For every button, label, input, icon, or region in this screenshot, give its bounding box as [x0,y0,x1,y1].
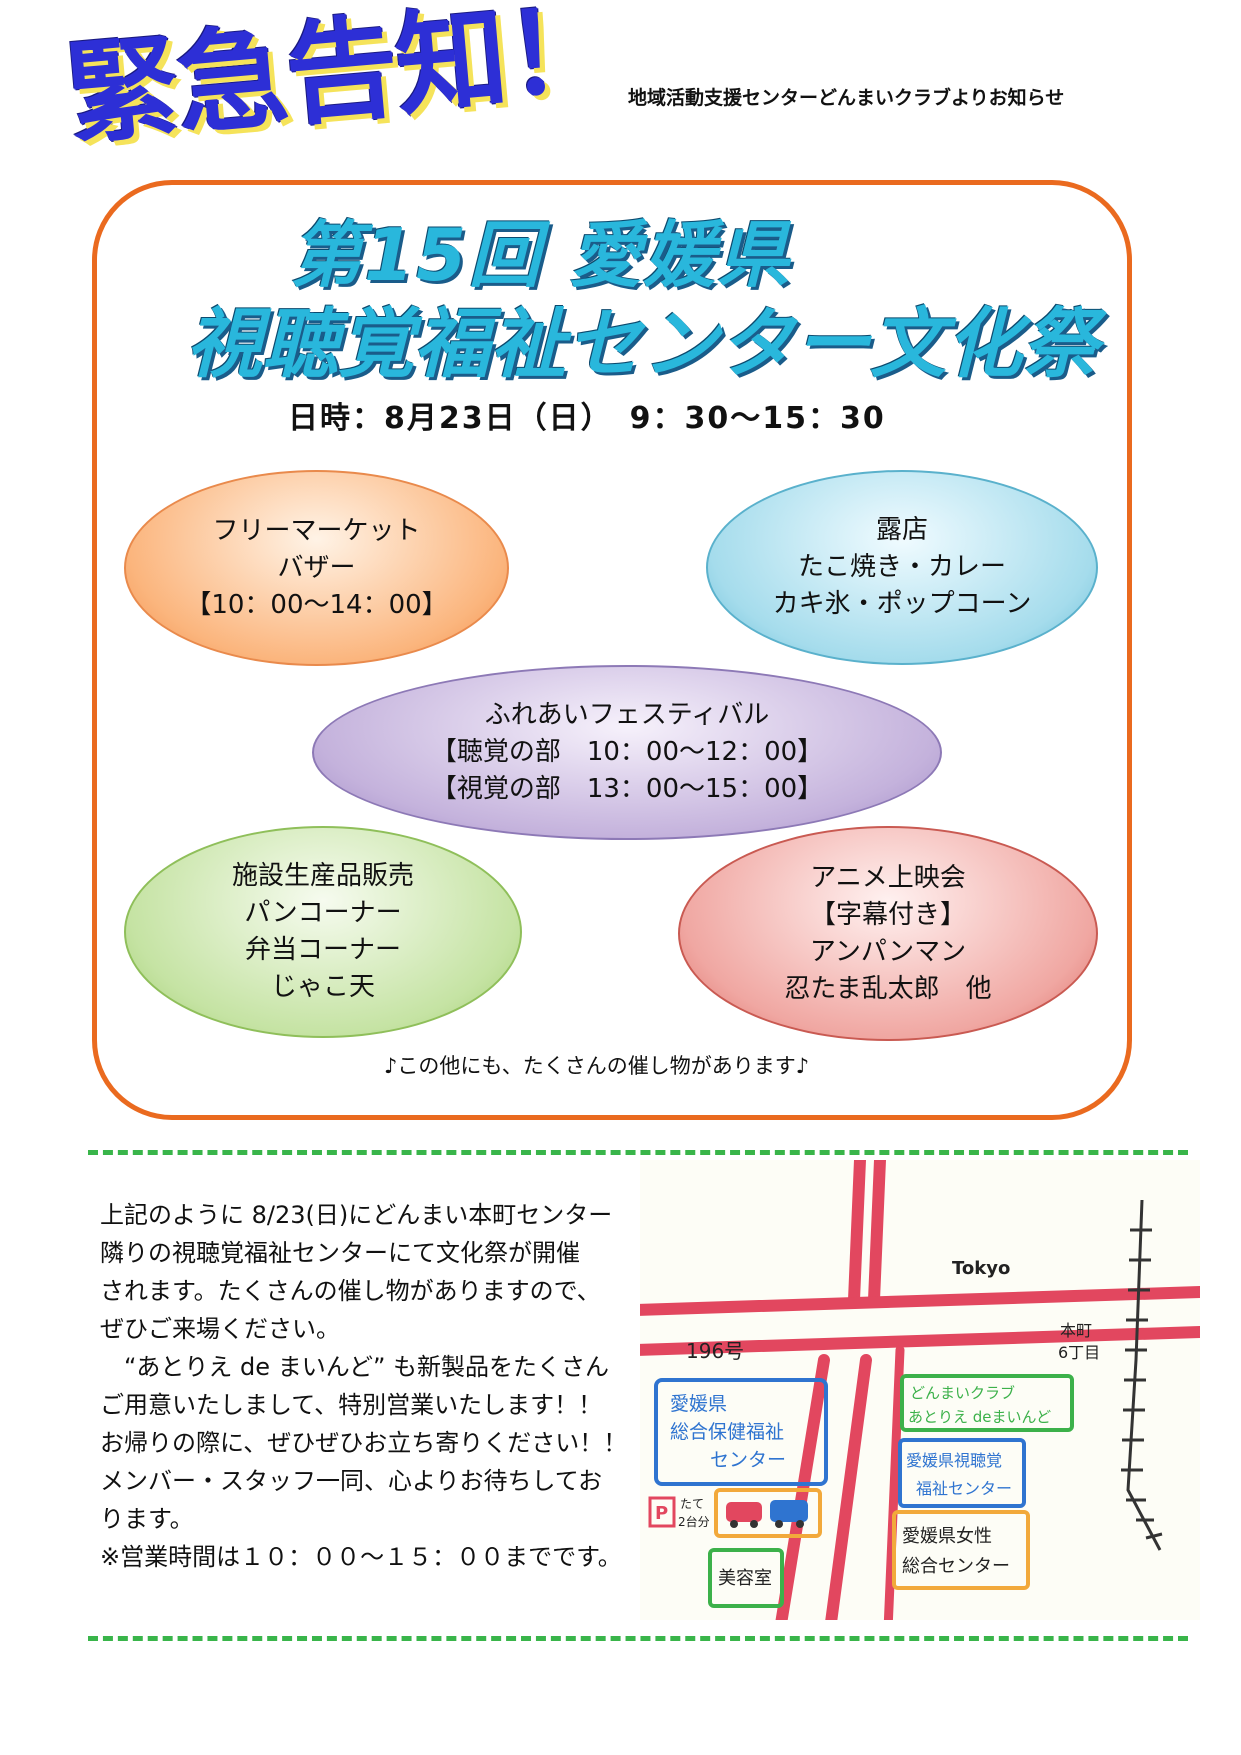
biyoshitsu-box [708,1548,784,1608]
hoken-center-box [654,1378,828,1486]
josei-center-box [892,1510,1030,1590]
bubble-line: 忍たま乱太郎 他 [784,973,992,1004]
announcement-text: 上記のように 8/23(日)にどんまい本町センター 隣りの視聴覚福祉センターにて… [100,1196,640,1576]
car-icon [726,1502,762,1528]
text-line: ※営業時間は１０：００〜１５：００までです。 [100,1543,622,1571]
event-title-line1: 第15回 愛媛県 [290,213,792,297]
bubble-line: パンコーナー [244,898,402,928]
car-icon [770,1500,808,1528]
donmai-label: どんまいクラブ [910,1384,1015,1402]
text-line: 隣りの視聴覚福祉センターにて文化祭が開催 [100,1239,580,1267]
bubble-line: 【視覚の部 13：00〜15：00】 [430,774,824,804]
anime-screening-bubble: アニメ上映会 【字幕付き】 アンパンマン 忍たま乱太郎 他 [678,826,1098,1041]
bubble-line: カキ氷・ポップコーン [772,589,1032,619]
map-label-196: 196号 [686,1339,744,1363]
text-line: メンバー・スタッフ一同、心よりお待ちしてお [100,1467,603,1495]
parking-symbol: P [655,1503,668,1524]
more-events-note: ♪この他にも、たくさんの催し物があります♪ [384,1054,810,1078]
parking-sign [648,1496,676,1528]
map-label-honmachi: 本町 [1060,1321,1092,1340]
map-label-6chome: 6丁目 [1058,1343,1100,1362]
bubble-line: 施設生産品販売 [231,861,414,891]
shichokaku-label: 愛媛県視聴覚 [906,1451,1002,1470]
shichokaku-box [898,1438,1026,1508]
biyoshitsu-label: 美容室 [718,1568,772,1589]
bubble-line: 【聴覚の部 10：00〜12：00】 [430,737,824,767]
bubble-line: アンパンマン [809,936,967,967]
text-line: 上記のように 8/23(日)にどんまい本町センター [100,1201,613,1229]
text-line: ります。 [100,1505,194,1533]
urgent-title: 緊急告知！ [61,0,621,161]
parking-lot [714,1488,822,1538]
donmai-box [900,1374,1074,1432]
text-line: されます。たくさんの催し物がありますので、 [100,1277,601,1305]
notice-from: 地域活動支援センターどんまいクラブよりお知らせ [628,87,1065,109]
products-sale-bubble: 施設生産品販売 パンコーナー 弁当コーナー じゃこ天 [124,826,522,1038]
hoken-center-label: 総合保健福祉 [670,1421,784,1443]
divider-top [88,1150,1188,1155]
roads [640,1160,1200,1620]
event-datetime: 日時：8月23日（日） 9：30〜15：30 [288,401,886,436]
text-line: ぜひご来場ください。 [100,1315,340,1343]
bubble-line: 弁当コーナー [244,935,401,965]
text-line: “あとりえ de まいんど” も新製品をたくさん [100,1353,610,1381]
bubble-line: アニメ上映会 [810,862,966,893]
shichokaku-label: 福祉センター [916,1479,1012,1498]
hoken-center-label: 愛媛県 [670,1393,727,1415]
divider-bottom [88,1636,1188,1641]
bubble-line: 【字幕付き】 [809,899,966,930]
parking-note: たて [680,1497,704,1511]
bubble-line: 露店 [875,515,928,545]
parking-note: 2台分 [678,1514,710,1529]
map-label-tokyo: Tokyo [952,1258,1010,1279]
donmai-label: あとりえ deまいんど [908,1408,1051,1426]
text-line: お帰りの際に、ぜひぜひお立ち寄りください！！ [100,1429,628,1457]
food-stalls-bubble: 露店 たこ焼き・カレー カキ氷・ポップコーン [706,470,1098,665]
access-map: Tokyo 196号 本町 6丁目 愛媛県 総合保健福祉 センター P たて 2… [640,1160,1200,1620]
bubble-line: ふれあいフェスティバル [484,700,770,730]
festival-bubble: ふれあいフェスティバル 【聴覚の部 10：00〜12：00】 【視覚の部 13：… [312,665,942,840]
josei-center-label: 総合センター [902,1556,1010,1577]
bubble-line: じゃこ天 [270,972,375,1002]
event-title-line2: 視聴覚福祉センター文化祭 [186,299,1098,388]
bubble-line: フリーマーケット [212,515,421,546]
hoken-center-label: センター [710,1449,786,1471]
flea-market-bubble: フリーマーケット バザー 【10：00〜14：00】 [124,470,509,666]
bubble-line: たこ焼き・カレー [797,552,1006,582]
bubble-line: 【10：00〜14：00】 [185,589,448,620]
railway [1121,1199,1163,1551]
josei-center-label: 愛媛県女性 [902,1526,992,1547]
text-line: ご用意いたしまして、特別営業いたします！！ [100,1391,603,1419]
bubble-line: バザー [277,552,356,583]
